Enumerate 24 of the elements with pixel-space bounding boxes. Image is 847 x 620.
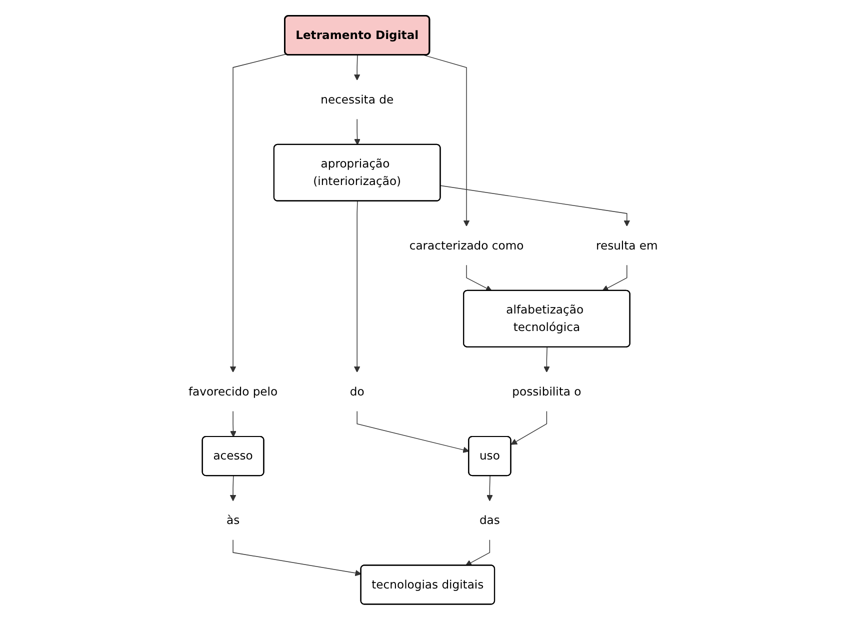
- arrow: [486, 476, 494, 502]
- arrow: [466, 540, 490, 566]
- arrow: [230, 410, 237, 438]
- arrow: [440, 185, 630, 226]
- arrow: [354, 54, 361, 80]
- node-text: às: [226, 513, 240, 527]
- node-text: favorecido pelo: [188, 384, 278, 398]
- node-text: do: [350, 384, 365, 398]
- arrow: [230, 476, 237, 502]
- node-text: possibilita o: [512, 384, 582, 398]
- arrow: [466, 264, 492, 292]
- arrow: [511, 410, 548, 445]
- node-text: das: [480, 513, 500, 527]
- arrow: [233, 540, 362, 576]
- arrow: [544, 346, 550, 372]
- node-text: caracterizado como: [410, 238, 524, 252]
- node-text: necessita de: [320, 92, 394, 106]
- node-text: resulta em: [596, 238, 658, 252]
- arrow: [602, 264, 628, 292]
- arrow: [354, 200, 361, 372]
- arrow: [354, 118, 361, 146]
- arrow: [357, 410, 470, 453]
- arrow: [424, 54, 470, 226]
- arrow: [230, 54, 287, 372]
